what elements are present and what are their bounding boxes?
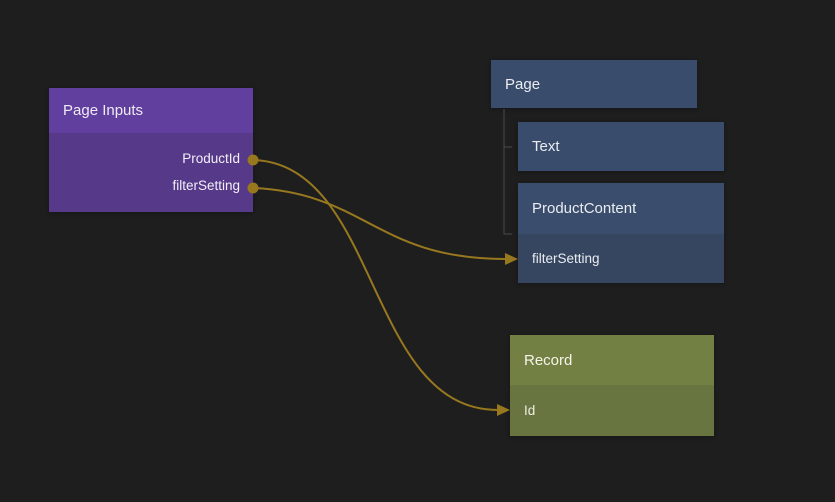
node-record-header[interactable]: Record <box>510 335 714 385</box>
node-page[interactable]: Page <box>491 60 697 108</box>
input-port-id[interactable]: Id <box>510 385 714 436</box>
connection-productid-to-id[interactable] <box>252 159 499 411</box>
output-port-productid[interactable]: ProductId <box>49 145 253 172</box>
arrowhead-filtersetting <box>505 253 518 265</box>
node-text[interactable]: Text <box>518 122 724 171</box>
node-page-title: Page <box>505 75 541 93</box>
node-page-inputs-body: ProductId filterSetting <box>49 133 253 212</box>
output-port-filtersetting-label: filterSetting <box>172 178 240 193</box>
node-record-title: Record <box>524 351 573 369</box>
node-product-content-header[interactable]: ProductContent <box>518 183 724 234</box>
node-page-inputs[interactable]: Page Inputs ProductId filterSetting <box>49 88 253 212</box>
input-port-filtersetting[interactable]: filterSetting <box>518 234 724 283</box>
node-page-inputs-title: Page Inputs <box>63 102 144 119</box>
node-product-content[interactable]: ProductContent filterSetting <box>518 183 724 283</box>
node-product-content-title: ProductContent <box>532 200 637 217</box>
output-port-productid-label: ProductId <box>182 151 240 166</box>
node-record[interactable]: Record Id <box>510 335 714 436</box>
input-port-filtersetting-label: filterSetting <box>532 251 600 266</box>
connection-filtersetting-to-filtersetting[interactable] <box>252 187 507 260</box>
node-page-inputs-header[interactable]: Page Inputs <box>49 88 253 133</box>
input-port-id-label: Id <box>524 403 536 418</box>
arrowhead-id <box>497 404 510 416</box>
node-text-title: Text <box>532 138 560 155</box>
output-port-filtersetting[interactable]: filterSetting <box>49 172 253 199</box>
tree-connector-line <box>503 109 512 235</box>
